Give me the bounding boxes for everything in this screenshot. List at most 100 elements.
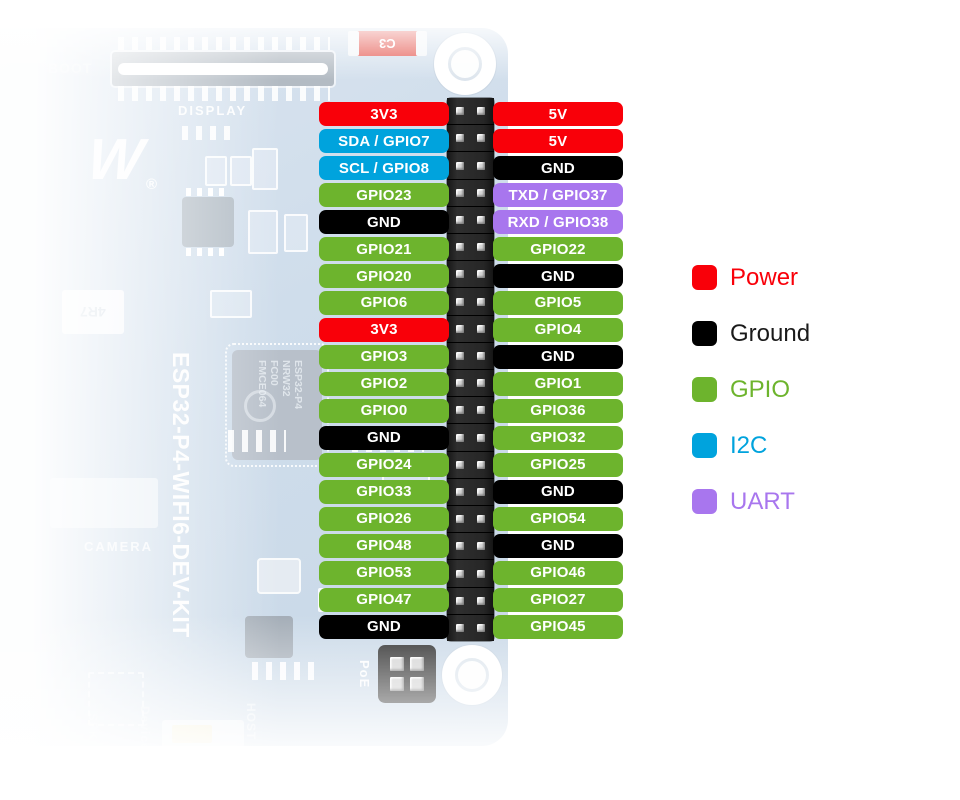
legend-item-power: Power	[692, 265, 810, 290]
poe-pin	[410, 657, 424, 671]
pin-label-right-13: GPIO32	[493, 425, 623, 450]
usb-mode-switch	[162, 720, 244, 748]
c3-capacitor: C3	[348, 31, 427, 56]
power-inductor: 4R7	[62, 290, 124, 334]
poe-pin	[410, 677, 424, 691]
chip-line-2: NRW32	[280, 360, 292, 397]
poe-header	[378, 645, 436, 703]
mounting-hole-bottom	[442, 645, 502, 705]
flash-chip	[182, 188, 234, 256]
header-segment-4	[447, 179, 494, 207]
display-connector-pins-bottom	[118, 86, 330, 101]
smd-part	[230, 156, 252, 186]
pin-header-strip	[447, 98, 494, 642]
legend-label-i2c: I2C	[730, 432, 768, 459]
smd-part	[248, 210, 278, 254]
legend-item-i2c: I2C	[692, 433, 810, 458]
pin-label-left-13: GND	[319, 425, 449, 450]
display-silkscreen-label: DISPLAY	[178, 103, 248, 118]
header-segment-10	[447, 342, 494, 371]
header-segment-11	[447, 370, 494, 398]
legend-label-power: Power	[730, 264, 799, 291]
pin-label-left-15: GPIO33	[319, 479, 449, 504]
device-silkscreen-label: Device	[138, 706, 152, 751]
small-ic	[245, 616, 293, 658]
smd-part	[210, 290, 252, 318]
pin-label-left-1: 3V3	[319, 102, 449, 127]
header-segment-20	[447, 614, 494, 642]
pin-label-right-9: GPIO4	[493, 317, 623, 343]
pin-label-right-8: GPIO5	[493, 290, 623, 316]
legend-swatch-i2c	[692, 433, 717, 458]
waveshare-logo-icon: W	[84, 127, 147, 192]
pin-label-right-20: GPIO45	[493, 614, 623, 639]
pin-label-left-2: SDA / GPIO7	[319, 128, 449, 154]
poe-silkscreen-label: PoE	[357, 660, 372, 689]
header-segment-2	[447, 125, 494, 153]
header-segment-18	[447, 560, 494, 588]
registered-mark: ®	[146, 176, 158, 193]
pin-label-right-3: GND	[493, 155, 623, 181]
legend-item-uart: UART	[692, 489, 810, 514]
pin-label-left-17: GPIO48	[319, 533, 449, 558]
legend-swatch-uart	[692, 489, 717, 514]
legend-item-gpio: GPIO	[692, 377, 810, 402]
pin-label-right-10: GND	[493, 344, 623, 370]
pin-label-left-7: GPIO20	[319, 263, 449, 289]
pin-label-left-8: GPIO6	[319, 290, 449, 316]
header-segment-12	[447, 397, 494, 425]
smd-part	[284, 214, 308, 252]
pin-label-left-4: GPIO23	[319, 182, 449, 208]
legend-swatch-power	[692, 265, 717, 290]
header-segment-3	[447, 152, 494, 180]
boot-silkscreen-label: BOOT	[48, 60, 93, 76]
inductor-label: 4R7	[80, 304, 106, 320]
legend-swatch-ground	[692, 321, 717, 346]
chip-marking: ESP32-P4 NRW32 FC00 FMCE064	[256, 360, 304, 409]
pin-label-right-15: GND	[493, 479, 623, 504]
display-connector	[112, 52, 334, 86]
display-connector-latch	[118, 63, 328, 75]
legend-swatch-gpio	[692, 377, 717, 402]
c3-label: C3	[379, 36, 396, 51]
header-segment-19	[447, 587, 494, 615]
header-segment-15	[447, 478, 494, 507]
pin-label-right-6: GPIO22	[493, 236, 623, 262]
header-segment-16	[447, 506, 494, 534]
poe-pin	[390, 657, 404, 671]
pin-label-left-16: GPIO26	[319, 506, 449, 531]
pin-label-left-19: GPIO47	[319, 587, 449, 612]
pin-label-right-18: GPIO46	[493, 560, 623, 585]
mounting-hole-top-bore	[448, 47, 482, 81]
pin-label-right-11: GPIO1	[493, 371, 623, 397]
legend-label-ground: Ground	[730, 320, 811, 347]
pin-label-left-9: 3V3	[319, 317, 449, 343]
pin-label-left-10: GPIO3	[319, 344, 449, 370]
pin-label-right-4: TXD / GPIO37	[493, 182, 623, 208]
pin-label-right-12: GPIO36	[493, 398, 623, 424]
camera-connector	[50, 478, 158, 528]
host-silkscreen-label: HOST	[244, 703, 258, 741]
legend-label-uart: UART	[730, 488, 795, 515]
header-segment-7	[447, 261, 494, 289]
pin-label-right-5: RXD / GPIO38	[493, 209, 623, 235]
smd-pad-row	[182, 126, 236, 140]
board-title-vertical: ESP32-P4-WIFI6-DEV-KIT	[168, 352, 194, 638]
pin-label-left-3: SCL / GPIO8	[319, 155, 449, 181]
pin-label-left-11: GPIO2	[319, 371, 449, 397]
pin-label-right-16: GPIO54	[493, 506, 623, 531]
smd-pad-row	[228, 430, 286, 452]
mounting-hole-bottom-bore	[455, 658, 489, 692]
pin-label-right-1: 5V	[493, 102, 623, 127]
pin-label-left-14: GPIO24	[319, 452, 449, 477]
mounting-hole-top	[434, 33, 496, 95]
pin-label-left-12: GPIO0	[319, 398, 449, 424]
header-segment-1	[447, 98, 494, 126]
pin-label-right-2: 5V	[493, 128, 623, 154]
header-segment-6	[447, 234, 494, 262]
pin-label-left-18: GPIO53	[319, 560, 449, 585]
legend-label-gpio: GPIO	[730, 376, 791, 403]
display-connector-pins-top	[118, 37, 330, 52]
